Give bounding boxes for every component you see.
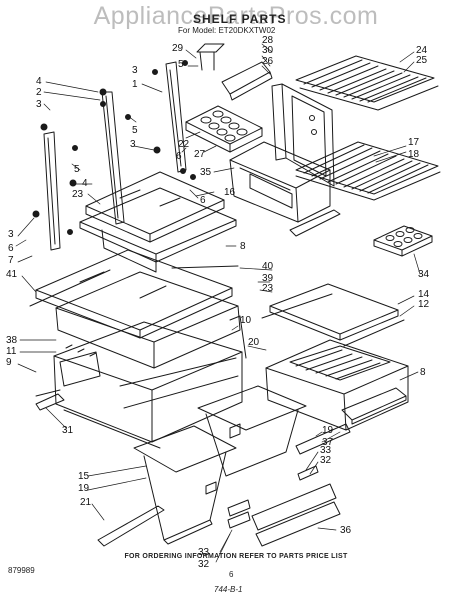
callout-22: 22 — [178, 139, 190, 150]
callout-6: 6 — [176, 151, 182, 162]
callout-20: 20 — [248, 337, 260, 348]
callout-8b: 8 — [420, 367, 426, 378]
callout-3c: 3 — [130, 139, 136, 150]
page-code: 744-B-1 — [214, 585, 243, 594]
callout-11: 11 — [6, 346, 17, 357]
callout-4b: 4 — [82, 178, 88, 189]
callout-15: 15 — [78, 471, 90, 482]
callout-1: 1 — [132, 79, 138, 90]
wire-shelf-upper — [295, 55, 439, 111]
callout-12: 12 — [418, 299, 430, 310]
callout-25: 25 — [416, 55, 428, 66]
lower-compartment — [35, 315, 247, 449]
callout-23b: 23 — [262, 283, 274, 294]
trim-strip-upper — [289, 209, 341, 237]
callout-35: 35 — [200, 167, 212, 178]
callout-33b: 33 — [198, 547, 210, 558]
callout-6b: 6 — [200, 195, 206, 206]
callout-5: 5 — [178, 59, 184, 70]
callout-19b: 19 — [78, 483, 90, 494]
top-bracket — [196, 43, 273, 101]
glass-shelf-2 — [35, 249, 233, 339]
callout-19: 19 — [322, 425, 334, 436]
callout-30: 30 — [262, 45, 274, 56]
shelf-ladder-rails — [43, 61, 187, 251]
callout-27: 27 — [194, 149, 206, 160]
callout-3d: 3 — [8, 229, 14, 240]
callout-33: 33 — [320, 445, 332, 456]
callout-10: 10 — [240, 315, 252, 326]
callout-32b: 32 — [198, 559, 210, 570]
door-bracket-panel — [271, 83, 335, 187]
callout-21: 21 — [80, 497, 92, 508]
crisper-drawer-upper — [229, 141, 331, 223]
callout-34: 34 — [418, 269, 430, 280]
callout-31: 31 — [62, 425, 74, 436]
callout-4: 4 — [36, 76, 42, 87]
page-number: 6 — [229, 570, 234, 579]
callout-9: 9 — [6, 357, 12, 368]
rail-hardware — [32, 60, 196, 235]
callout-5c: 5 — [74, 164, 80, 175]
callout-23: 23 — [72, 189, 84, 200]
callout-16: 16 — [224, 187, 236, 198]
callout-8: 8 — [240, 241, 246, 252]
shelf-frame-1 — [79, 187, 237, 273]
bottom-rails — [35, 393, 165, 547]
leader-lines — [15, 43, 421, 563]
crisper-drawer-lower — [265, 339, 409, 431]
door-bin-left — [133, 425, 237, 545]
callout-41: 41 — [6, 269, 18, 280]
page-title: SHELF PARTS — [193, 12, 287, 26]
callout-7: 7 — [8, 255, 14, 266]
callout-18: 18 — [408, 149, 420, 160]
callout-17: 17 — [408, 137, 420, 148]
callout-14: 14 — [418, 289, 430, 300]
door-bin-center — [197, 385, 307, 477]
callout-39: 39 — [262, 273, 274, 284]
document-number: 879989 — [8, 566, 35, 575]
callout-37: 37 — [322, 437, 334, 448]
callout-3: 3 — [132, 65, 138, 76]
callout-40: 40 — [262, 261, 274, 272]
model-line: For Model: ET20DKXTW02 — [178, 26, 276, 35]
callout-3b: 3 — [36, 99, 42, 110]
ordering-note: FOR ORDERING INFORMATION REFER TO PARTS … — [124, 553, 348, 560]
bin-fronts — [227, 387, 407, 547]
callout-24: 24 — [416, 45, 428, 56]
callout-2: 2 — [36, 87, 42, 98]
wire-shelf-middle — [295, 141, 441, 201]
callout-28: 28 — [262, 35, 274, 46]
callout-6c: 6 — [8, 243, 14, 254]
callout-32: 32 — [320, 455, 332, 466]
callout-36: 36 — [340, 525, 352, 536]
callout-29: 29 — [172, 43, 184, 54]
glass-shelf-1 — [85, 171, 225, 243]
egg-holder — [373, 225, 433, 257]
callout-5b: 5 — [132, 125, 138, 136]
watermark: AppliancePartsPros.com — [93, 2, 379, 30]
callout-26: 26 — [262, 56, 274, 67]
callout-38: 38 — [6, 335, 18, 346]
egg-tray — [185, 105, 263, 153]
glass-shelf-right — [261, 283, 405, 347]
